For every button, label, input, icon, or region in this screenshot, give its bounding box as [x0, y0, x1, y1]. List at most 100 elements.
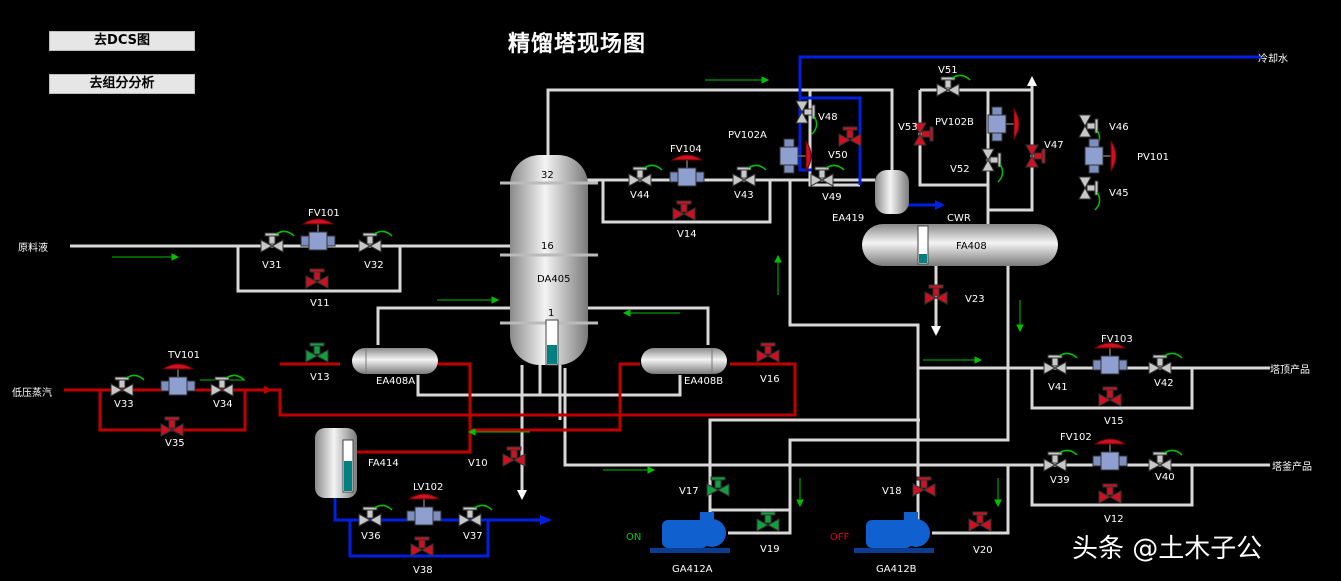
condenser: [875, 170, 909, 214]
v19-valve[interactable]: [756, 511, 780, 532]
v14-valve[interactable]: [672, 200, 696, 221]
v37-valve[interactable]: [458, 504, 493, 527]
distillation-column: [500, 155, 598, 366]
fv103-label: FV103: [1101, 334, 1133, 345]
v45-valve[interactable]: [1078, 176, 1101, 211]
pipe-arrows: [517, 76, 1037, 500]
pv102a-valve[interactable]: [779, 138, 812, 174]
reboiler-a-label: EA408A: [376, 376, 415, 387]
v18-valve[interactable]: [912, 476, 936, 497]
column-tag: DA405: [537, 274, 570, 285]
v39-valve[interactable]: [1043, 449, 1078, 472]
v48-valve[interactable]: [795, 100, 818, 135]
fv102-valve[interactable]: [1092, 438, 1128, 471]
reboiler-b: [641, 348, 727, 374]
v32-valve[interactable]: [358, 230, 393, 253]
pump-a[interactable]: [650, 512, 730, 553]
v43-valve[interactable]: [732, 164, 767, 187]
v44-label: V44: [630, 190, 650, 201]
v35-valve[interactable]: [160, 416, 184, 437]
v52-valve[interactable]: [981, 148, 1004, 183]
fv104-valve[interactable]: [669, 154, 705, 187]
v47-label: V47: [1044, 140, 1064, 151]
tv101-label: TV101: [167, 350, 200, 361]
v52-label: V52: [950, 164, 970, 175]
v33-valve[interactable]: [110, 374, 145, 397]
pv102b-valve[interactable]: [987, 106, 1020, 142]
valve-labels: V31 V32 V11 V44 V43 V14 V48 V50 V49 V51 …: [114, 65, 1175, 576]
column-level-fill: [547, 345, 557, 364]
pump-b[interactable]: [854, 512, 934, 553]
v11-label: V11: [310, 298, 330, 309]
v42-valve[interactable]: [1148, 352, 1183, 375]
v50-label: V50: [828, 150, 848, 161]
fv101-label: FV101: [308, 208, 340, 219]
v45-label: V45: [1109, 188, 1129, 199]
v23-label: V23: [965, 294, 985, 305]
pv101-valve[interactable]: [1084, 138, 1117, 174]
tray-top-label: 32: [541, 170, 554, 181]
v47-valve[interactable]: [1025, 144, 1046, 168]
v41-valve[interactable]: [1043, 352, 1078, 375]
tray-feed-label: 16: [541, 241, 554, 252]
v16-label: V16: [760, 374, 780, 385]
v15-valve[interactable]: [1098, 386, 1122, 407]
v37-label: V37: [463, 531, 483, 542]
v12-valve[interactable]: [1098, 483, 1122, 504]
reboiler-a: [352, 348, 438, 374]
v31-label: V31: [262, 260, 282, 271]
lv102-label: LV102: [413, 482, 443, 493]
goto-analysis-button[interactable]: 去组分分析: [49, 74, 195, 94]
v20-label: V20: [973, 545, 993, 556]
v46-label: V46: [1109, 122, 1129, 133]
v10-valve[interactable]: [502, 446, 526, 467]
v35-label: V35: [165, 438, 185, 449]
goto-dcs-button[interactable]: 去DCS图: [49, 31, 195, 51]
v34-valve[interactable]: [210, 374, 245, 397]
fv102-label: FV102: [1060, 432, 1092, 443]
v23-valve[interactable]: [924, 284, 948, 305]
v49-label: V49: [822, 192, 842, 203]
pv102b-label: PV102B: [935, 117, 974, 128]
v14-label: V14: [677, 229, 697, 240]
v46-valve[interactable]: [1078, 114, 1101, 149]
v53-valve[interactable]: [913, 122, 934, 146]
tv101-valve[interactable]: [160, 363, 196, 396]
v15-label: V15: [1104, 416, 1124, 427]
v12-label: V12: [1104, 514, 1124, 525]
v40-label: V40: [1155, 472, 1175, 483]
fv103-valve[interactable]: [1092, 342, 1128, 375]
lv102-valve[interactable]: [406, 493, 442, 526]
page-title: 精馏塔现场图: [508, 31, 647, 57]
v17-valve[interactable]: [706, 476, 730, 497]
v43-label: V43: [734, 190, 754, 201]
pump-b-status: OFF: [830, 532, 850, 543]
v38-valve[interactable]: [410, 536, 434, 557]
v11-valve[interactable]: [305, 268, 329, 289]
v51-valve[interactable]: [936, 74, 971, 97]
v16-valve[interactable]: [756, 342, 780, 363]
v34-label: V34: [213, 399, 233, 410]
v20-valve[interactable]: [968, 511, 992, 532]
v36-valve[interactable]: [358, 504, 393, 527]
bottom-product-label: 塔釜产品: [1272, 460, 1312, 473]
steam-stream-label: 低压蒸汽: [12, 386, 52, 399]
reboiler-b-label: EA408B: [684, 376, 723, 387]
fv101-valve[interactable]: [300, 218, 336, 251]
feed-stream-label: 原料液: [18, 241, 48, 254]
v49-valve[interactable]: [810, 164, 845, 187]
pv102a-label: PV102A: [728, 130, 767, 141]
cwr-label: CWR: [947, 213, 971, 224]
v40-valve[interactable]: [1148, 449, 1183, 472]
v50-valve[interactable]: [838, 126, 862, 147]
v53-label: V53: [898, 122, 918, 133]
v13-valve[interactable]: [305, 342, 329, 363]
v31-valve[interactable]: [260, 230, 295, 253]
cooling-water-label: 冷却水: [1258, 52, 1288, 65]
reflux-drum: [862, 224, 1058, 266]
reflux-drum-level-fill: [919, 254, 927, 263]
v17-label: V17: [679, 486, 699, 497]
v44-valve[interactable]: [628, 164, 663, 187]
condenser-label: EA419: [832, 213, 864, 224]
